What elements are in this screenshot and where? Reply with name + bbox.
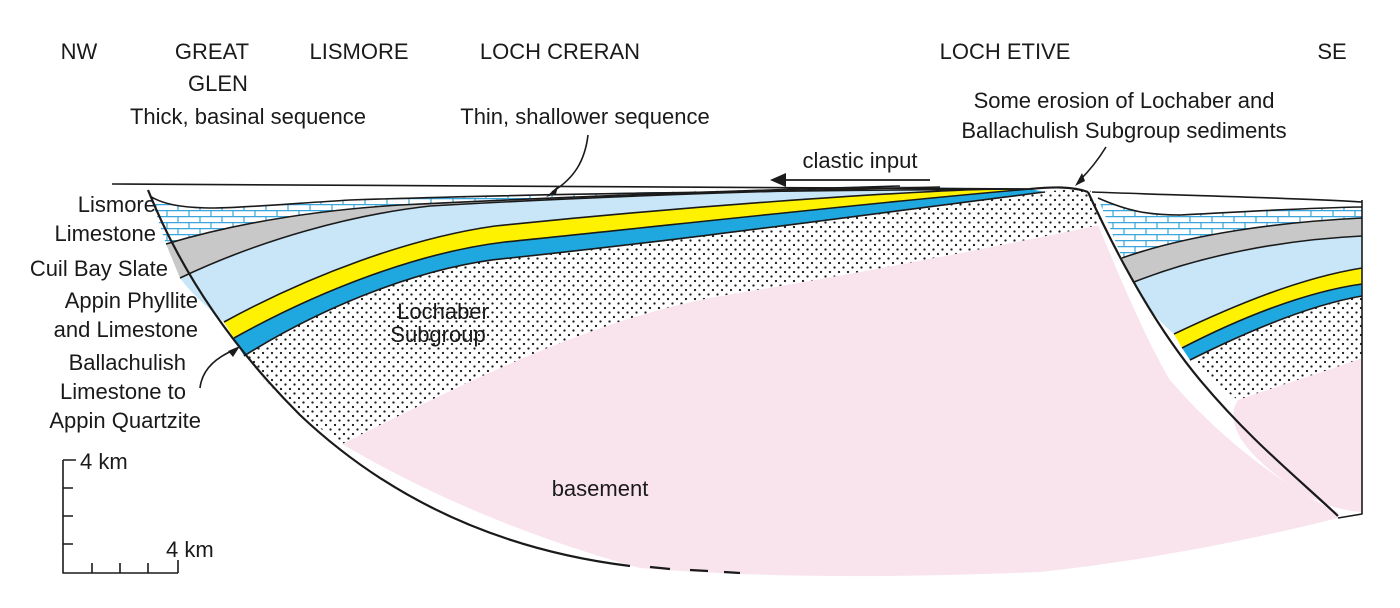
loch-etive-high xyxy=(1029,186,1089,194)
annotation-text: Thick, basinal sequence Thin, shallower … xyxy=(130,88,1287,173)
unit-labels: Lochaber Subgroup basement xyxy=(390,299,648,501)
ballachulish-label-line1: Ballachulish xyxy=(69,350,186,375)
clastic-input-text: clastic input xyxy=(803,148,918,173)
left-basin xyxy=(111,183,1338,577)
right-basement-unit xyxy=(1233,358,1362,512)
ballachulish-unit xyxy=(234,189,1045,356)
horizontal-scale-label: 4 km xyxy=(166,537,214,562)
yellow-band-unit xyxy=(224,189,1030,338)
unit-legend: Lismore Limestone Cuil Bay Slate Appin P… xyxy=(30,192,201,433)
nw-label: NW xyxy=(61,39,98,64)
lismore-limestone-label-line1: Lismore xyxy=(78,192,156,217)
erosion-text-line2: Ballachulish Subgroup sediments xyxy=(961,118,1286,143)
ballachulish-label-line2: Limestone to xyxy=(60,379,186,404)
thick-basinal-text: Thick, basinal sequence xyxy=(130,104,366,129)
cuil-bay-slate-unit xyxy=(166,186,940,278)
loch-creran-label: LOCH CRERAN xyxy=(480,39,640,64)
basement-label: basement xyxy=(552,476,649,501)
right-appin-unit xyxy=(1134,236,1362,334)
erosion-text-line1: Some erosion of Lochaber and xyxy=(974,88,1275,113)
lochaber-subgroup-label-line2: Subgroup xyxy=(390,322,485,347)
scale-bar: 4 km 4 km xyxy=(62,449,214,574)
lismore-limestone-label-line2: Limestone xyxy=(54,221,156,246)
basement-unit xyxy=(342,194,1338,577)
great-glen-fault xyxy=(146,189,631,568)
great-glen-label-line2: GLEN xyxy=(188,71,248,96)
thin-shallower-text: Thin, shallower sequence xyxy=(460,104,709,129)
cuil-bay-slate-label: Cuil Bay Slate xyxy=(30,256,168,281)
ballachulish-pointer xyxy=(199,349,235,389)
annotation-arrows xyxy=(199,134,1107,389)
right-lochaber-unit xyxy=(1190,296,1362,400)
great-glen-label-line1: GREAT xyxy=(175,39,249,64)
lochaber-subgroup-unit xyxy=(244,188,1104,444)
lochaber-subgroup-label-line1: Lochaber xyxy=(397,299,489,324)
vertical-scale-label: 4 km xyxy=(80,449,128,474)
lismore-label: LISMORE xyxy=(309,39,408,64)
ballachulish-label-line3: Appin Quartzite xyxy=(49,408,201,433)
loch-etive-label: LOCH ETIVE xyxy=(940,39,1071,64)
appin-phyllite-label-line1: Appin Phyllite xyxy=(65,288,198,313)
erosion-arrow xyxy=(1079,146,1107,181)
right-yellow-unit xyxy=(1174,268,1362,348)
loch-etive-fault xyxy=(1087,191,1339,517)
appin-phyllite-unit xyxy=(180,187,990,322)
right-block xyxy=(1087,191,1363,519)
location-labels: NW GREAT GLEN LISMORE LOCH CRERAN LOCH E… xyxy=(61,39,1347,96)
right-lismore-unit xyxy=(1098,198,1362,258)
thin-sequence-arrow xyxy=(551,134,589,193)
right-ballachulish-unit xyxy=(1182,284,1362,360)
appin-phyllite-label-line2: and Limestone xyxy=(54,317,198,342)
se-label: SE xyxy=(1317,39,1346,64)
